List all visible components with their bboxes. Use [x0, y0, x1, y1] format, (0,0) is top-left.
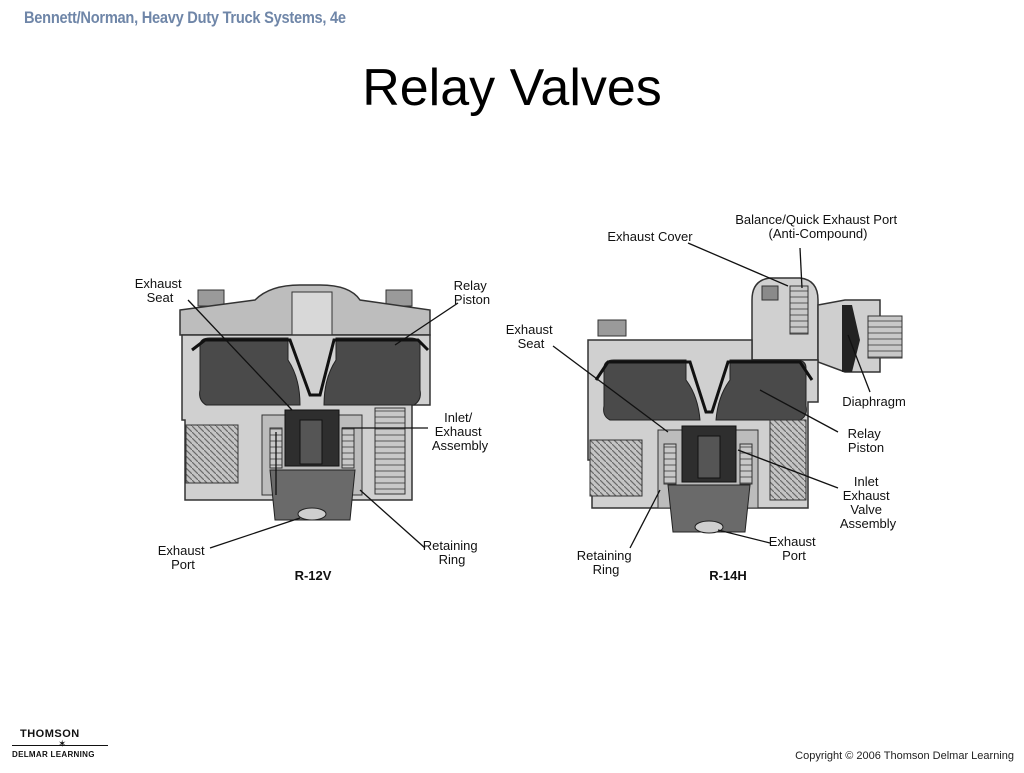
- r12v-label-exhaust-seat: Exhaust Seat: [135, 276, 186, 305]
- r12v-label-exhaust-port: Exhaust Port: [158, 543, 209, 572]
- copyright-text: Copyright © 2006 Thomson Delmar Learning: [795, 750, 1014, 762]
- r14h-label-diaphragm: Diaphragm: [842, 394, 906, 409]
- star-icon: ✶: [58, 739, 67, 750]
- logo-top-text: THOMSON: [20, 728, 80, 740]
- r14h-label-exhaust-cover: Exhaust Cover: [607, 229, 693, 244]
- slide-title: Relay Valves: [362, 59, 662, 117]
- r14h-model-label: R-14H: [709, 568, 747, 583]
- r12v-valve-drawing: [179, 284, 459, 549]
- r14h-label-exhaust-seat: Exhaust Seat: [506, 322, 557, 351]
- r12v-label-inlet-exhaust-assembly: Inlet/ Exhaust Assembly: [432, 410, 489, 453]
- r14h-valve-drawing: [552, 242, 903, 549]
- r14h-label-relay-piston: Relay Piston: [848, 426, 885, 455]
- r14h-label-retaining-ring: Retaining Ring: [577, 548, 636, 577]
- book-title-header: Bennett/Norman, Heavy Duty Truck Systems…: [24, 8, 346, 27]
- r12v-label-retaining-ring: Retaining Ring: [423, 538, 482, 567]
- r14h-label-inlet-exhaust-valve-assembly: Inlet Exhaust Valve Assembly: [840, 474, 897, 531]
- logo-bottom-text: DELMAR LEARNING: [12, 750, 95, 759]
- r12v-model-label: R-12V: [295, 568, 332, 583]
- thomson-delmar-logo: THOMSON ✶ DELMAR LEARNING: [12, 728, 112, 764]
- logo-divider: [12, 745, 108, 746]
- r14h-label-exhaust-port: Exhaust Port: [769, 534, 820, 563]
- r12v-label-relay-piston: Relay Piston: [454, 278, 491, 307]
- r14h-label-balance-port: Balance/Quick Exhaust Port (Anti-Compoun…: [735, 212, 900, 241]
